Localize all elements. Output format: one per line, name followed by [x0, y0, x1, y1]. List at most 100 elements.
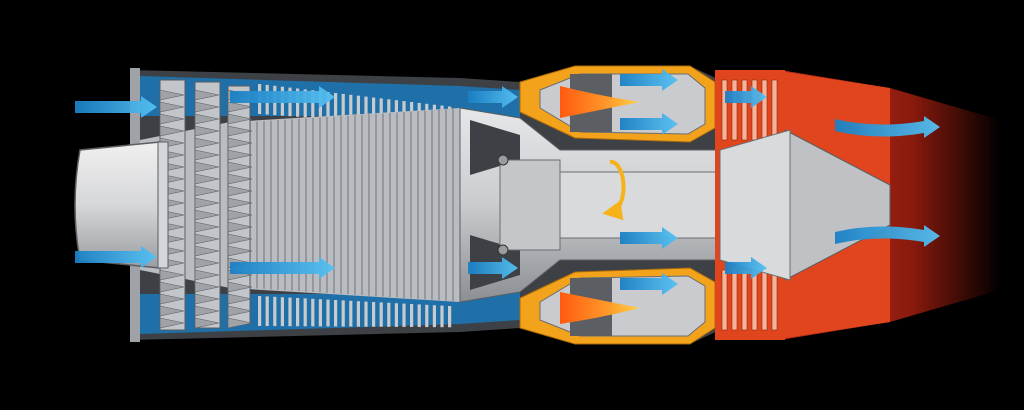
- compressor-blade: [303, 298, 307, 327]
- turbine-blade: [731, 269, 738, 331]
- fan-blade: [159, 281, 185, 293]
- compressor-blade: [356, 301, 360, 327]
- fan-blade: [159, 89, 185, 101]
- compressor-blade: [379, 98, 383, 123]
- airflow-arrow-exhaust: [835, 225, 940, 247]
- fan-blade: [159, 101, 185, 113]
- fan-blade: [194, 125, 220, 137]
- fan-blade: [194, 245, 220, 257]
- turbine-blade: [721, 269, 728, 331]
- fan-stages: [159, 79, 253, 331]
- airflow-arrow-combustor: [620, 227, 678, 249]
- compressor-blade: [417, 304, 421, 328]
- fan-blade: [194, 293, 220, 305]
- compressor-blade: [273, 296, 277, 327]
- compressor-blade: [341, 300, 345, 327]
- compressor-blade: [296, 298, 300, 327]
- fan-blade: [227, 317, 253, 329]
- fan-blade: [227, 161, 253, 173]
- turbine-blade: [741, 269, 748, 331]
- fan-blade: [227, 149, 253, 161]
- fan-blade: [227, 101, 253, 113]
- compressor-blade: [349, 300, 353, 327]
- compressor-blade: [372, 302, 376, 327]
- compressor-blade: [318, 299, 322, 327]
- fan-blade: [227, 173, 253, 185]
- airflow-arrow-turbine: [725, 257, 767, 279]
- airflow-arrow-combustor: [620, 113, 678, 135]
- fan-blade: [227, 305, 253, 317]
- fan-blade: [159, 305, 185, 317]
- compressor-blade: [387, 99, 391, 124]
- fan-blade: [194, 161, 220, 173]
- compressor-blade: [448, 306, 452, 328]
- flame-top: [560, 86, 640, 118]
- fan-blade: [194, 257, 220, 269]
- compressor-blade: [356, 95, 360, 122]
- airflow-arrow-combustor: [620, 273, 678, 295]
- fan-blade: [227, 125, 253, 137]
- fan-blade: [227, 209, 253, 221]
- fan-blade: [159, 113, 185, 125]
- airflow-arrow-compressor-exit: [468, 86, 518, 108]
- fan-blade: [227, 293, 253, 305]
- airflow-arrow-turbine: [725, 86, 767, 108]
- fan-blade: [194, 101, 220, 113]
- airflow-arrow-compressor-exit: [468, 257, 518, 279]
- compressor-blade: [258, 296, 262, 326]
- airflow-arrows: [75, 69, 940, 295]
- compressor-blade: [425, 304, 429, 328]
- compressor-blade: [364, 96, 368, 122]
- turbine-blade: [731, 79, 738, 141]
- compressor-blade: [303, 89, 307, 118]
- fan-blade: [194, 113, 220, 125]
- fan-blade: [227, 233, 253, 245]
- compressor-blade: [280, 297, 284, 327]
- fan-blade: [159, 317, 185, 329]
- fan-blade: [227, 221, 253, 233]
- fan-blade: [159, 269, 185, 281]
- compressor-blade: [326, 299, 330, 327]
- fan-blade: [159, 293, 185, 305]
- turbine-blade: [761, 79, 768, 141]
- fan-blade: [194, 137, 220, 149]
- fan-blade: [194, 317, 220, 329]
- compressor-blade: [334, 300, 338, 327]
- compressor-blade: [440, 305, 444, 328]
- fan-blade: [194, 221, 220, 233]
- airflow-arrow-intake: [75, 246, 157, 268]
- compressor-blade: [326, 92, 330, 119]
- compressor-blade: [311, 90, 315, 118]
- compressor-blade: [394, 303, 398, 327]
- compressor-blade: [349, 94, 353, 121]
- fan-blade: [194, 149, 220, 161]
- airflow-arrow-exhaust: [835, 116, 940, 138]
- fan-blade: [194, 185, 220, 197]
- turbine-blade: [751, 269, 758, 331]
- turbine-blade: [721, 79, 728, 141]
- fan-blade: [227, 197, 253, 209]
- fan-blade: [227, 113, 253, 125]
- flame-bottom: [560, 292, 640, 324]
- fan-blade: [159, 125, 185, 137]
- airflow-arrow-compressor: [230, 257, 335, 279]
- fan-blade: [227, 245, 253, 257]
- compressor-blade: [387, 302, 391, 327]
- compressor-blade: [410, 304, 414, 327]
- fan-blade: [194, 305, 220, 317]
- compressor-blade: [341, 93, 345, 121]
- turbine-blade: [741, 79, 748, 141]
- fan-blade: [227, 137, 253, 149]
- compressor-blade: [432, 305, 436, 328]
- compressor-blade: [311, 298, 315, 327]
- compressor-blade: [402, 303, 406, 327]
- fan-blade: [227, 281, 253, 293]
- fan-blade: [194, 197, 220, 209]
- airflow-arrow-combustor: [620, 69, 678, 91]
- compressor-blade: [364, 301, 368, 327]
- nose-cone: [74, 141, 169, 269]
- airflow-arrow-compressor: [230, 86, 335, 108]
- compressor-blade: [334, 93, 338, 120]
- compressor-blades-bottom: [258, 296, 452, 328]
